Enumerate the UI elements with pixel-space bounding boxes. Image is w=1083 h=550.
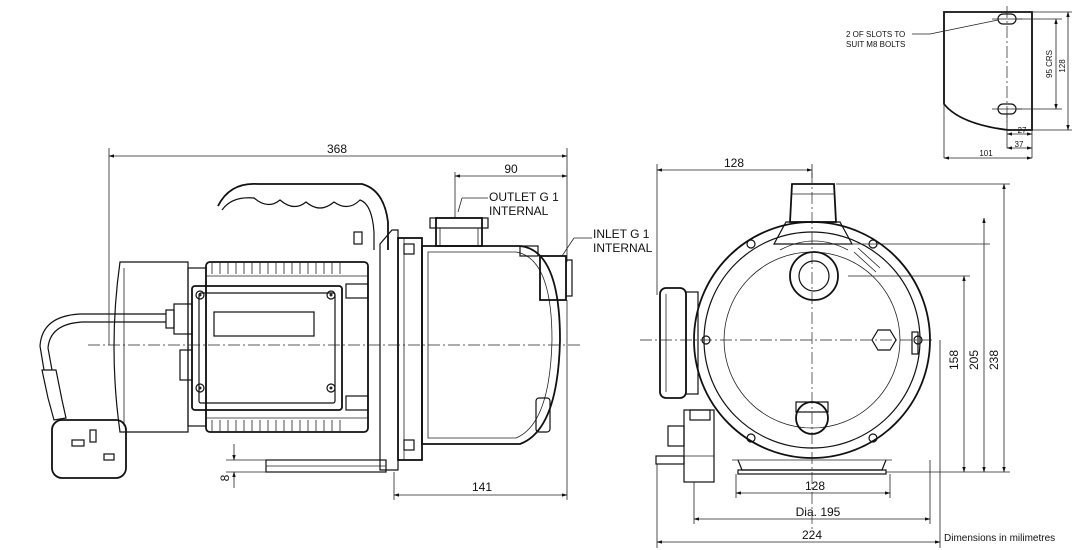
front-view: 128	[640, 156, 1055, 548]
front-dim-224: 224	[802, 528, 822, 542]
bracket-dim-27: 27	[1018, 126, 1027, 135]
bracket-detail: 2 OF SLOTS TO SUIT M8 BOLTS 95 CRS 128 2…	[846, 6, 1072, 160]
units-note: Dimensions in milimetres	[944, 533, 1055, 544]
outlet-label-line2: INTERNAL	[489, 204, 549, 218]
front-dim-128-top: 128	[724, 156, 744, 170]
bracket-dim-37: 37	[1015, 140, 1024, 149]
dim-90: 90	[504, 162, 518, 176]
front-dim-dia-195: Dia. 195	[796, 505, 841, 519]
front-dim-205: 205	[967, 350, 981, 370]
inlet-label-line1: INLET G 1	[593, 227, 650, 241]
dim-141: 141	[472, 480, 492, 494]
bracket-dim-95-crs: 95 CRS	[1045, 50, 1054, 78]
bracket-dim-101: 101	[979, 149, 993, 158]
outlet-label-line1: OUTLET G 1	[489, 190, 559, 204]
slots-label-line2: SUIT M8 BOLTS	[846, 40, 905, 49]
dim-368: 368	[327, 142, 347, 156]
bracket-dim-128: 128	[1058, 59, 1067, 73]
slots-label-line1: 2 OF SLOTS TO	[846, 30, 905, 39]
dim-8: 8	[218, 474, 232, 481]
inlet-label-line2: INTERNAL	[593, 241, 653, 255]
side-view: 368 90 OUTLET G 1 INTERNAL INLET G 1 INT…	[39, 142, 653, 500]
front-dim-128-base: 128	[805, 479, 825, 493]
front-dim-238: 238	[987, 350, 1001, 370]
front-dim-158: 158	[947, 350, 961, 370]
